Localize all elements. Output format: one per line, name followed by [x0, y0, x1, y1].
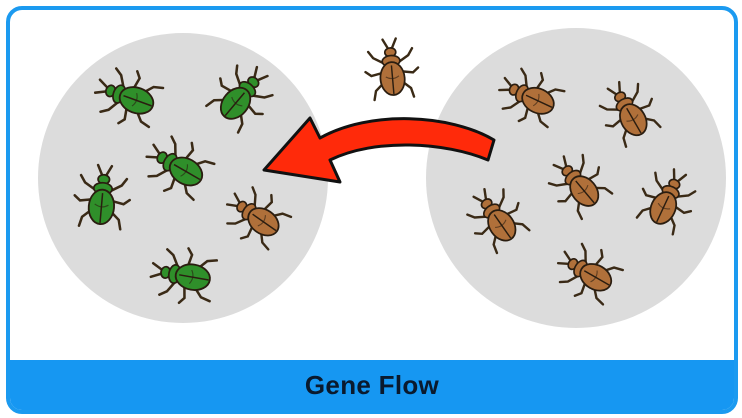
diagram-title: Gene Flow [305, 370, 439, 401]
gene-flow-diagram [10, 10, 734, 360]
beetle-icon [363, 37, 421, 101]
diagram-frame: Gene Flow [6, 6, 738, 414]
title-banner: Gene Flow [10, 360, 734, 410]
